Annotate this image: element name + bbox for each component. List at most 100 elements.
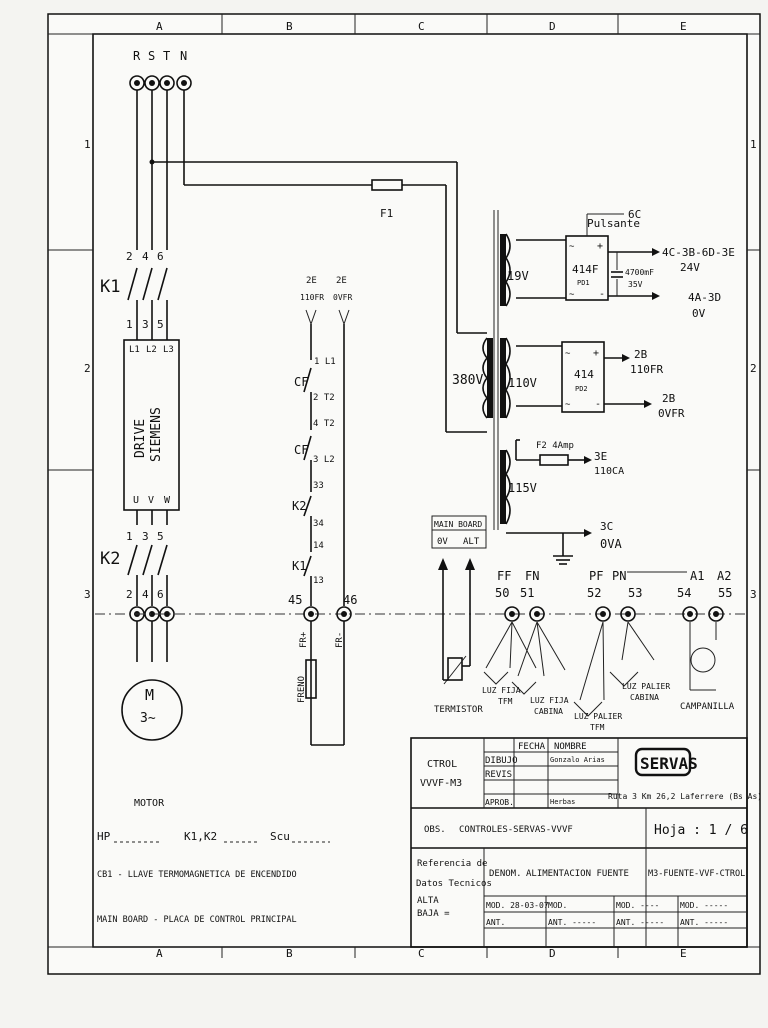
term-51: 51 [520, 586, 534, 600]
drive-label-1: DRIVE [133, 419, 148, 458]
term-ff: FF [497, 569, 511, 583]
signal-terminal-core [713, 611, 719, 617]
tb-denom-label: DENOM. [489, 869, 522, 879]
tb-mod-4: MOD. ----- [680, 901, 728, 910]
col-label-e: E [680, 20, 687, 33]
note-hp: HP [97, 830, 111, 843]
k1-top-1: 2 [126, 250, 133, 263]
col-label-d-bottom: D [549, 947, 556, 960]
palier-tfm-1: LUZ PALIER [574, 712, 622, 721]
bell-symbol [690, 647, 716, 673]
fija-tfm-1: LUZ FIJA [482, 686, 521, 695]
tb-ant-2: ANT. ----- [548, 918, 596, 927]
k1-bot-2: 3 [142, 318, 149, 331]
motor-symbol [121, 679, 183, 741]
pulsante-label: Pulsante [587, 217, 640, 230]
tb-ref-1: Referencia de [417, 859, 487, 869]
secondary-115v [500, 450, 506, 524]
motor-label: MOTOR [134, 798, 165, 809]
k1-bot-3: 5 [157, 318, 164, 331]
cap-voltage: 35V [628, 280, 643, 289]
drive-in-l2: L2 [146, 345, 157, 355]
out-110fr-ref: 2B [634, 348, 648, 361]
row-label-3-right: 3 [750, 588, 757, 601]
title-block [410, 737, 748, 948]
main-board-box [431, 515, 487, 549]
cf2-a: 4 T2 [313, 419, 335, 429]
phase-t: T [163, 49, 170, 63]
svg-text:~: ~ [565, 349, 571, 359]
drive-in-l3: L3 [163, 345, 174, 355]
col-label-b-bottom: B [286, 947, 293, 960]
pd1-model: 414F [572, 263, 599, 276]
termistor-symbol [447, 657, 463, 681]
k2c-label: K2 [292, 499, 306, 513]
svg-text:~: ~ [569, 242, 575, 252]
tb-mod-3: MOD. ---- [616, 901, 659, 910]
tb-dibujo: DIBUJO [485, 756, 518, 766]
motor-phase: 3~ [140, 711, 156, 726]
cf2-label: CF [294, 443, 308, 457]
signal-terminal-core [600, 611, 606, 617]
fija-cab-1: LUZ FIJA [530, 696, 569, 705]
out-110ca: 110CA [594, 466, 624, 477]
phase-r: R [133, 49, 141, 63]
row-label-2-right: 2 [750, 362, 757, 375]
signal-terminal-55 [708, 606, 724, 622]
fuse-f1-label: F1 [380, 207, 393, 220]
palier-cab-1: LUZ PALIER [622, 682, 670, 691]
term-pf: PF [589, 569, 603, 583]
cf2-b: 3 L2 [313, 455, 335, 465]
term-pn: PN [612, 569, 626, 583]
tb-ant-1: ANT. [486, 918, 505, 927]
tb-ant-4: ANT. ----- [680, 918, 728, 927]
k1-label: K1 [100, 277, 120, 297]
transformer-primary [487, 338, 493, 418]
term-a1: A1 [690, 569, 704, 583]
k2-top-1: 1 [126, 530, 133, 543]
k2-bot-2: 4 [142, 588, 149, 601]
cf1-b: 2 T2 [313, 393, 335, 403]
ctrl-right-ref2: 0VFR [333, 293, 352, 302]
tb-denom: ALIMENTACION FUENTE [526, 869, 629, 879]
svg-text:-: - [595, 399, 601, 410]
ctrl-left-ref2: 110FR [300, 293, 324, 302]
col-label-c-bottom: C [418, 947, 425, 960]
out-0vfr: 0VFR [658, 407, 685, 420]
tb-aprob-name: Herbas [550, 798, 575, 806]
tb-fecha: FECHA [518, 742, 546, 752]
supply-terminals [129, 75, 192, 91]
col-label-a-bottom: A [156, 947, 163, 960]
signal-terminal-core [509, 611, 515, 617]
k1-top-3: 6 [157, 250, 164, 263]
ctrl-left-ref: 2E [306, 276, 317, 286]
motor-m: M [145, 686, 154, 704]
secondary-115v-label: 115V [508, 481, 537, 495]
row-label-2: 2 [84, 362, 91, 375]
pd2-sub: PD2 [575, 385, 588, 393]
signal-terminal-54 [682, 606, 698, 622]
term-50: 50 [495, 586, 509, 600]
drive-out-u: U [133, 495, 139, 506]
k1c-a: 14 [313, 541, 324, 551]
tb-revis: REVIS [485, 770, 512, 780]
tb-mod-1: MOD. 28-03-07 [486, 901, 549, 910]
signal-terminal-core [687, 611, 693, 617]
k1c-label: K1 [292, 559, 306, 573]
freno-label: FRENO [297, 676, 307, 703]
palier-tfm-2: TFM [590, 723, 605, 732]
signal-terminals [504, 606, 724, 622]
svg-text:~: ~ [565, 400, 571, 410]
svg-text:-: - [599, 289, 605, 300]
term-55: 55 [718, 586, 732, 600]
tb-mod-2: MOD. [548, 901, 567, 910]
k2-bot-3: 6 [157, 588, 164, 601]
cf1-label: CF [294, 375, 308, 389]
k2c-b: 34 [313, 519, 324, 529]
k2-bot-1: 2 [126, 588, 133, 601]
fuse-f2-label: F2 4Amp [536, 441, 574, 451]
col-label-a: A [156, 20, 163, 33]
tb-obs-label: OBS. [424, 825, 446, 835]
